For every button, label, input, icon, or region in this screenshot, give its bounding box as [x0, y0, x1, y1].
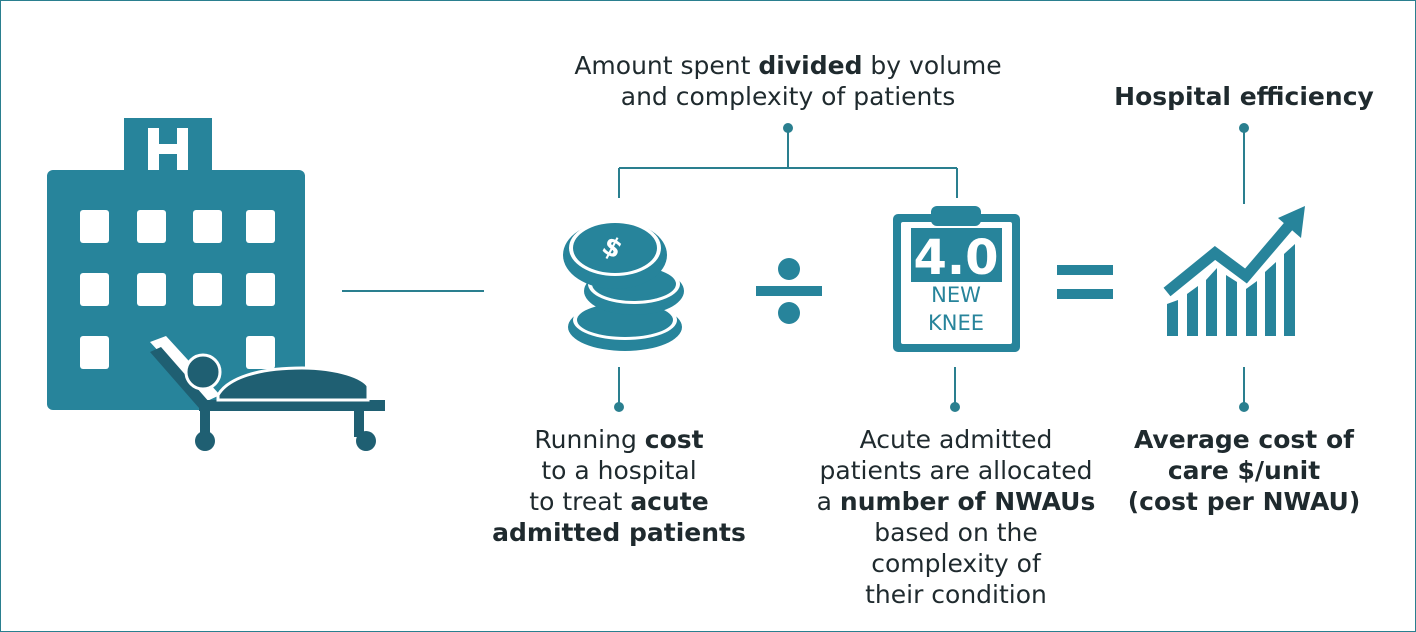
running-cost-label: Running cost to a hospital to treat acut…	[492, 425, 746, 547]
average-cost-label: Average cost of care $/unit (cost per NW…	[1127, 425, 1361, 516]
clipboard-number: 4.0	[913, 230, 998, 286]
growth-chart-icon	[1163, 206, 1305, 336]
nwau-allocation-label: Acute admitted patients are allocated a …	[816, 425, 1096, 609]
cost-connector-dot	[614, 402, 624, 412]
clipboard-icon	[893, 206, 1020, 352]
top-bracket	[618, 128, 958, 198]
efficiency-connector-dot	[1239, 123, 1249, 133]
patient-bed-icon	[150, 336, 385, 451]
clipboard-line1: NEW	[931, 283, 981, 307]
top-center-label: Amount spent divided by volume and compl…	[574, 51, 1002, 111]
top-bracket-dot	[783, 123, 793, 133]
hospital-icon	[47, 118, 305, 410]
nwau-connector-dot	[950, 402, 960, 412]
hospital-body	[47, 170, 305, 410]
hospital-efficiency-label: Hospital efficiency	[1114, 82, 1374, 111]
divide-icon	[756, 258, 822, 324]
equals-icon	[1057, 265, 1113, 299]
clipboard-line2: KNEE	[928, 311, 984, 335]
coin-stack-icon: $	[563, 220, 684, 351]
result-connector-dot	[1239, 402, 1249, 412]
